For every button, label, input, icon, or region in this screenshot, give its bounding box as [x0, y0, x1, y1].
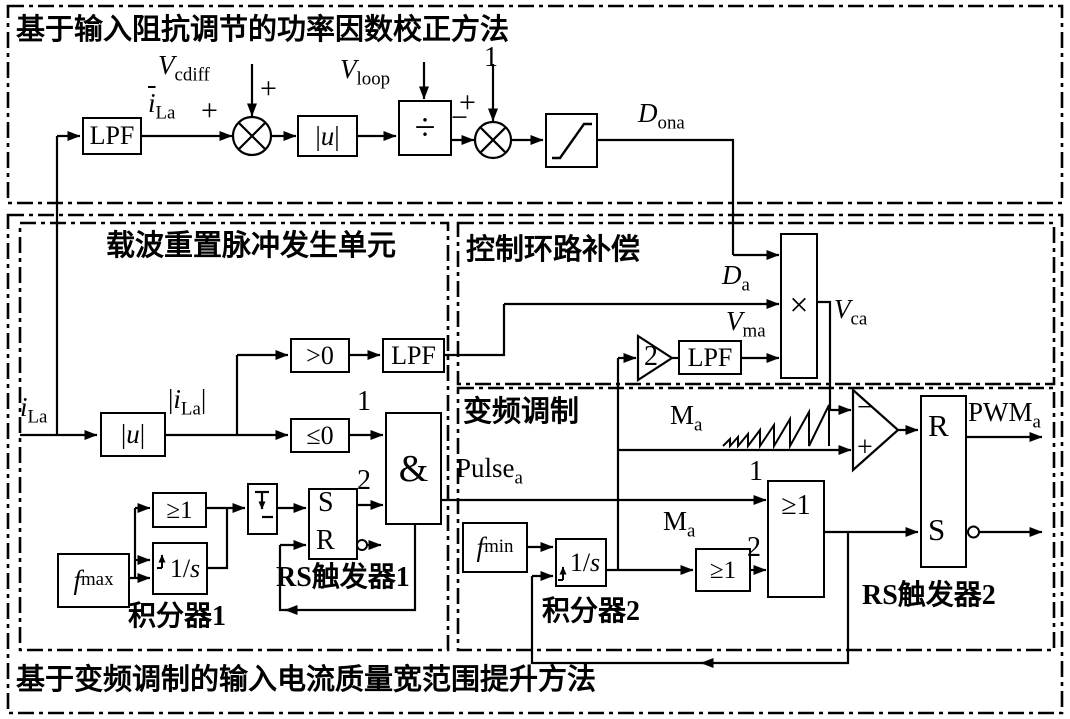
d-ona-label: Dona	[638, 98, 685, 134]
lpf1-block: LPF	[82, 117, 142, 155]
rs-flipflop1-block	[308, 488, 358, 560]
region-borders	[6, 4, 1064, 715]
sawtooth-waveform-icon	[722, 404, 830, 450]
rs1-inverted-output-bubble	[356, 539, 368, 551]
multiplier-circle-2	[473, 120, 513, 160]
m-a-carrier-label: Ma	[670, 400, 703, 436]
rs2-inverted-output-bubble	[967, 525, 980, 539]
v-ca-label: Vca	[834, 294, 868, 330]
or-gate-big-block: ≥1	[767, 480, 825, 598]
outer-bottom-region-border	[6, 213, 1064, 715]
comparator-plus-sign: +	[857, 432, 873, 463]
and-gate-block: &	[385, 412, 442, 525]
divide-block: ÷	[398, 100, 452, 156]
v-loop-label: Vloop	[340, 54, 391, 90]
loopcomp-region-title: 控制环路补偿	[466, 234, 641, 266]
rs-flipflop1-caption: RS触发器1	[276, 562, 410, 593]
rs1-r-port-label: R	[316, 525, 335, 556]
and-input2-label: 2	[357, 465, 371, 496]
rs1-s-port-label: S	[318, 487, 334, 518]
and-input1-label: 1	[357, 386, 371, 417]
v-cdiff-plus-sign: +	[260, 72, 277, 105]
rs2-s-port-label: S	[928, 512, 946, 547]
abs-i-la-label: |iLa|	[168, 384, 207, 420]
gain2-triangle	[636, 333, 675, 383]
gt0-block: >0	[290, 338, 350, 373]
or-gate2-block: ≥1	[695, 548, 751, 592]
falling-edge-block	[247, 483, 278, 535]
integrator1-block: 1/s	[152, 542, 208, 595]
gain2-value-label: 2	[644, 341, 658, 372]
pulse-a-label: Pulsea	[456, 453, 523, 489]
v-cdiff-label: Vcdiff	[158, 50, 210, 86]
sum2-minus-sign: −	[451, 101, 468, 134]
rs-flipflop2-caption: RS触发器2	[862, 580, 996, 611]
or-gate1-block: ≥1	[152, 492, 207, 528]
abs2-block: |u|	[100, 412, 166, 457]
saturation-block	[545, 113, 598, 168]
wires	[20, 62, 1043, 668]
or-input2-label: 2	[747, 532, 761, 563]
carrier-region-title: 载波重置脉冲发生单元	[106, 230, 397, 262]
int2-reset-icon	[558, 566, 567, 581]
loopcomp-region-border	[456, 221, 1056, 386]
rs2-r-port-label: R	[928, 408, 949, 443]
saturation-icon	[552, 122, 592, 160]
le0-block: ≤0	[290, 418, 350, 453]
pwm-a-label: PWMa	[968, 397, 1041, 433]
integrator2-caption: 积分器2	[542, 596, 641, 627]
sum2-plus-sign: +	[459, 86, 476, 119]
lpf3-block: LPF	[678, 340, 742, 375]
one-constant-label: 1	[484, 42, 498, 73]
vfm-region-title: 变频调制	[463, 396, 580, 428]
bottom-region-title: 基于变频调制的输入电流质量宽范围提升方法	[16, 664, 597, 696]
multiplier-circle-1	[231, 115, 273, 157]
d-a-label: Da	[722, 260, 750, 296]
abs1-block: |u|	[297, 115, 358, 157]
multiplier-block: ×	[780, 233, 818, 379]
comparator-minus-sign: −	[857, 392, 873, 423]
i-la-label: iLa	[20, 392, 48, 428]
rs-flipflop2-block	[920, 395, 967, 568]
v-ma-label: Vma	[726, 306, 766, 342]
comparator-triangle	[851, 387, 900, 473]
sum1-plus-sign: +	[201, 94, 218, 127]
vfm-region-border	[456, 386, 1056, 652]
i-la-avg-label: iLa	[148, 88, 176, 124]
integrator2-block: 1/s	[555, 538, 607, 587]
int1-reset-icon	[157, 554, 166, 569]
or-input1-label: 1	[749, 456, 763, 487]
carrier-region-border	[18, 221, 450, 652]
lpf2-block: LPF	[382, 338, 445, 373]
m-a-or-label: Ma	[663, 506, 696, 542]
pfc-region-border	[6, 4, 1064, 205]
falling-edge-icon	[255, 490, 273, 519]
integrator1-caption: 积分器1	[128, 601, 227, 632]
pfc-region-title: 基于输入阻抗调节的功率因数校正方法	[16, 14, 510, 46]
